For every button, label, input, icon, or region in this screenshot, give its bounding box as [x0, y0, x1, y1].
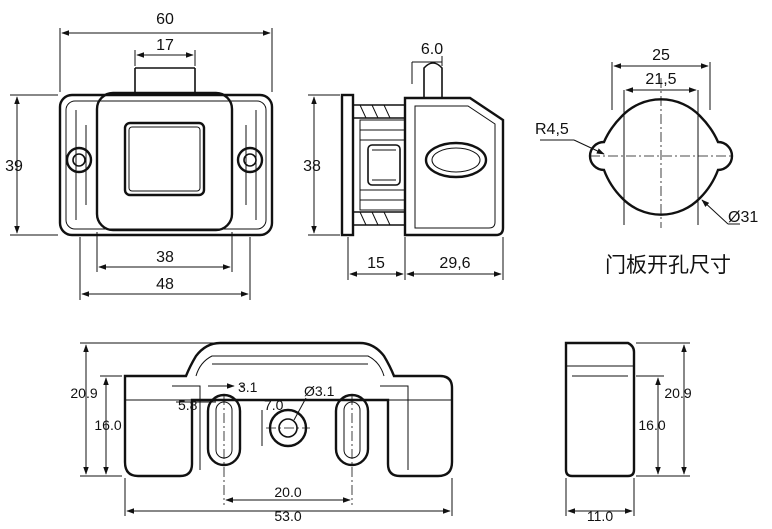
body-depth-label: 29,6 — [439, 255, 470, 272]
bottom-view: 20.9 16.0 3.1 5.8 7.0 Ø3.1 20.0 53.0 — [70, 341, 454, 524]
bottom-length-label: 53.0 — [274, 508, 301, 524]
hole-spacing-label: 38 — [156, 249, 174, 266]
hole-offset-label: 7.0 — [264, 397, 284, 413]
cutout-diameter-label: Ø31 — [728, 209, 758, 226]
cutout-view: 25 21,5 R4,5 Ø31 门板开孔尺寸 — [535, 47, 758, 277]
cutout-flat-label: 21,5 — [645, 71, 676, 88]
base-width-label: 48 — [156, 276, 174, 293]
bottom-body-height-label: 16.0 — [94, 417, 121, 433]
end-total-height-label: 20.9 — [664, 385, 691, 401]
end-body-height-label: 16.0 — [638, 417, 665, 433]
end-depth-label: 11.0 — [587, 508, 613, 524]
flange-label: 15 — [367, 255, 385, 272]
hole-diameter-label: Ø3.1 — [304, 383, 335, 399]
front-height-label: 39 — [5, 158, 23, 175]
side-view: 6.0 38 15 29,6 — [303, 41, 505, 280]
slot-width-label: 5.8 — [178, 397, 198, 413]
cutout-width-label: 25 — [652, 47, 670, 64]
plunger-label: 6.0 — [421, 41, 443, 58]
cutout-caption: 门板开孔尺寸 — [605, 254, 731, 277]
slot-offset-label: 3.1 — [238, 379, 258, 395]
notch-radius-label: R4,5 — [535, 121, 569, 138]
bottom-total-height-label: 20.9 — [70, 385, 97, 401]
side-height-label: 38 — [303, 158, 321, 175]
front-width-label: 60 — [156, 11, 174, 28]
slot-spacing-label: 20.0 — [274, 484, 301, 500]
button-width-label: 17 — [156, 37, 174, 54]
front-view: 60 17 39 38 48 — [5, 11, 274, 300]
end-view: 20.9 16.0 11.0 — [564, 341, 692, 524]
